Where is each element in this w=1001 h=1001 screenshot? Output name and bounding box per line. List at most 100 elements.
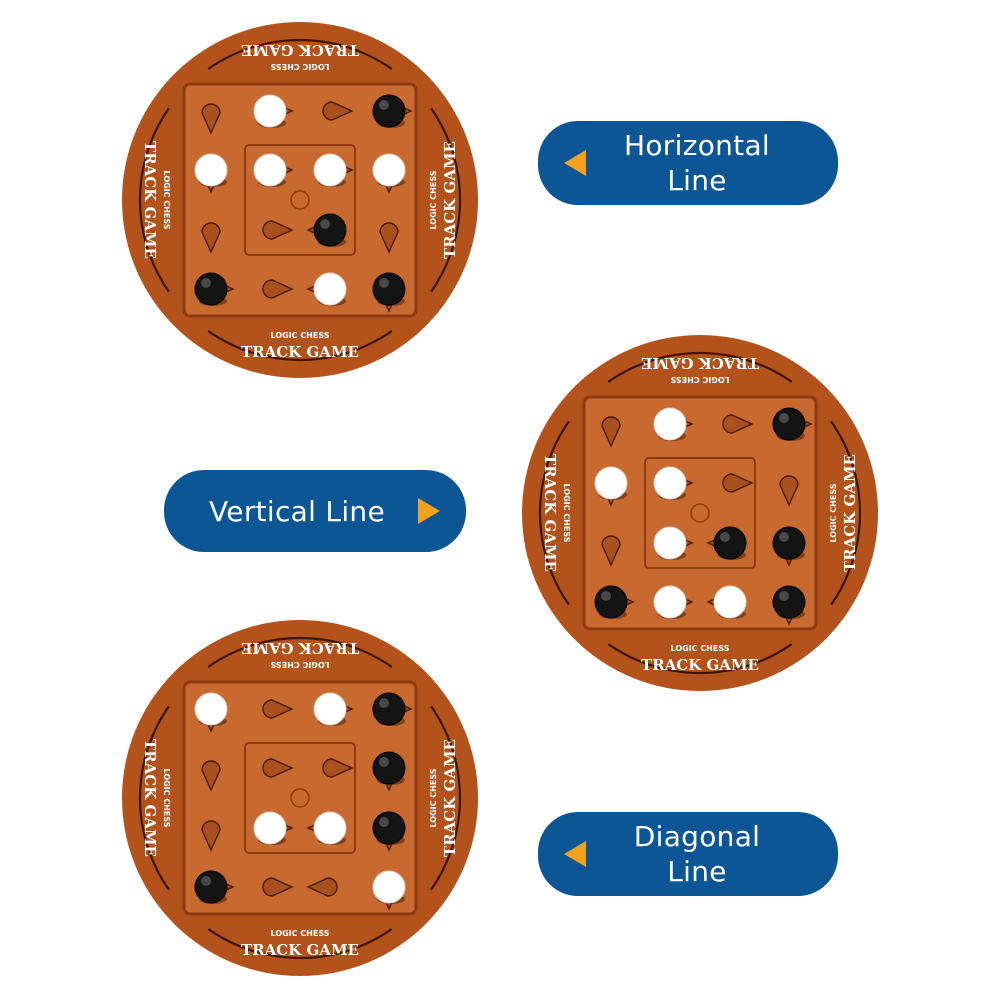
black-piece (713, 526, 747, 560)
horizontal-line-text-1: Horizontal (624, 129, 770, 162)
title-text-bottom: TRACK GAME (641, 656, 759, 674)
black-piece (313, 213, 347, 247)
white-piece (194, 153, 228, 187)
title-text-right: TRACK GAME (441, 141, 459, 259)
brand-text-right: LOGIC CHESS (829, 483, 838, 542)
track-slot (262, 699, 294, 719)
track-slot (779, 475, 799, 507)
track-slot (601, 535, 621, 567)
black-piece (372, 272, 406, 306)
horizontal-line-label: Horizontal Line (538, 121, 838, 205)
white-piece (313, 811, 347, 845)
rim-arc (430, 107, 462, 293)
white-piece (653, 585, 687, 619)
white-piece (372, 870, 406, 904)
diagonal-line-text-1: Diagonal (633, 820, 761, 853)
horizontal-line-text: Horizontal Line (586, 128, 838, 198)
title-text-left: TRACK GAME (141, 739, 159, 857)
board-labels: LOGIC CHESS TRACK GAME LOGIC CHESS TRACK… (141, 639, 459, 959)
brand-text-bottom: LOGIC CHESS (270, 929, 329, 938)
brand-text-top: LOGIC CHESS (270, 660, 329, 669)
track-slot (262, 220, 294, 240)
rim-arc (830, 420, 862, 606)
center-hub (690, 503, 710, 523)
black-piece (194, 870, 228, 904)
track-slot (722, 414, 754, 434)
diagonal-line-text: Diagonal Line (586, 819, 838, 889)
title-text-left: TRACK GAME (541, 454, 559, 572)
brand-text-top: LOGIC CHESS (270, 62, 329, 71)
track-slot (306, 877, 338, 897)
rim-arc (138, 705, 170, 891)
track-slot (201, 760, 221, 792)
pieces (194, 692, 406, 904)
white-piece (653, 526, 687, 560)
board-horizontal-graphic: LOGIC CHESS TRACK GAME LOGIC CHESS TRACK… (122, 22, 478, 378)
track-slot (201, 103, 221, 135)
rim-arc (207, 38, 393, 70)
horizontal-line-text-2: Line (667, 164, 727, 197)
triangle-left-icon (564, 150, 586, 176)
title-text-left: TRACK GAME (141, 141, 159, 259)
board-labels: LOGIC CHESS TRACK GAME LOGIC CHESS TRACK… (141, 41, 459, 361)
rim-arc (607, 643, 793, 675)
board-diagonal-graphic: LOGIC CHESS TRACK GAME LOGIC CHESS TRACK… (122, 620, 478, 976)
track-slot (722, 473, 754, 493)
black-piece (372, 692, 406, 726)
brand-text-left: LOGIC CHESS (162, 768, 171, 827)
board-labels: LOGIC CHESS TRACK GAME LOGIC CHESS TRACK… (541, 354, 859, 674)
brand-text-right: LOGIC CHESS (429, 768, 438, 827)
title-text-right: TRACK GAME (441, 739, 459, 857)
pieces (594, 407, 806, 619)
center-hub (290, 190, 310, 210)
pieces (194, 94, 406, 306)
track-slot (322, 101, 354, 121)
white-piece (653, 407, 687, 441)
rim-arc (538, 420, 570, 606)
black-piece (372, 751, 406, 785)
rim-arc (138, 107, 170, 293)
title-text-top: TRACK GAME (241, 639, 359, 657)
inner-track (644, 457, 756, 569)
brand-text-bottom: LOGIC CHESS (670, 644, 729, 653)
track-slot (262, 758, 294, 778)
track-slot (201, 222, 221, 254)
diagonal-line-label: Diagonal Line (538, 812, 838, 896)
white-piece (653, 466, 687, 500)
brand-text-left: LOGIC CHESS (562, 483, 571, 542)
white-piece (313, 153, 347, 187)
white-piece (253, 811, 287, 845)
title-text-right: TRACK GAME (841, 454, 859, 572)
black-piece (372, 811, 406, 845)
track-slot (262, 877, 294, 897)
rim-arc (607, 351, 793, 383)
black-piece (772, 585, 806, 619)
black-piece (594, 585, 628, 619)
track-slot (262, 279, 294, 299)
title-text-top: TRACK GAME (241, 41, 359, 59)
white-piece (313, 692, 347, 726)
brand-text-left: LOGIC CHESS (162, 170, 171, 229)
board-vertical: LOGIC CHESS TRACK GAME LOGIC CHESS TRACK… (520, 333, 880, 693)
track-slot (322, 758, 354, 778)
triangle-right-icon (418, 498, 440, 524)
track-slot (379, 222, 399, 254)
rim-arc (207, 330, 393, 362)
white-piece (713, 585, 747, 619)
inner-track (244, 144, 356, 256)
white-piece (194, 692, 228, 726)
brand-text-right: LOGIC CHESS (429, 170, 438, 229)
white-piece (372, 153, 406, 187)
inner-track (244, 742, 356, 854)
brand-text-bottom: LOGIC CHESS (270, 331, 329, 340)
black-piece (372, 94, 406, 128)
title-text-top: TRACK GAME (641, 354, 759, 372)
rim-arc (430, 705, 462, 891)
white-piece (313, 272, 347, 306)
vertical-line-label: Vertical Line (164, 470, 466, 552)
board-diagonal: LOGIC CHESS TRACK GAME LOGIC CHESS TRACK… (120, 618, 480, 978)
track-slot (201, 820, 221, 852)
black-piece (194, 272, 228, 306)
title-text-bottom: TRACK GAME (241, 941, 359, 959)
track-slot (601, 416, 621, 448)
